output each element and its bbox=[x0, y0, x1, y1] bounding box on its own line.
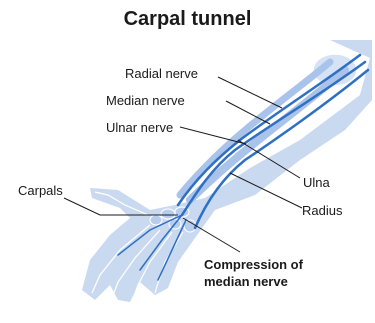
label-radius: Radius bbox=[302, 203, 342, 218]
label-compression-line2: median nerve bbox=[204, 274, 288, 289]
label-ulna: Ulna bbox=[303, 175, 330, 190]
label-median-nerve: Median nerve bbox=[106, 93, 185, 108]
label-compression-line1: Compression of bbox=[204, 257, 303, 272]
label-ulnar-nerve: Ulnar nerve bbox=[106, 120, 173, 135]
label-carpals: Carpals bbox=[18, 183, 63, 198]
label-radial-nerve: Radial nerve bbox=[125, 66, 198, 81]
